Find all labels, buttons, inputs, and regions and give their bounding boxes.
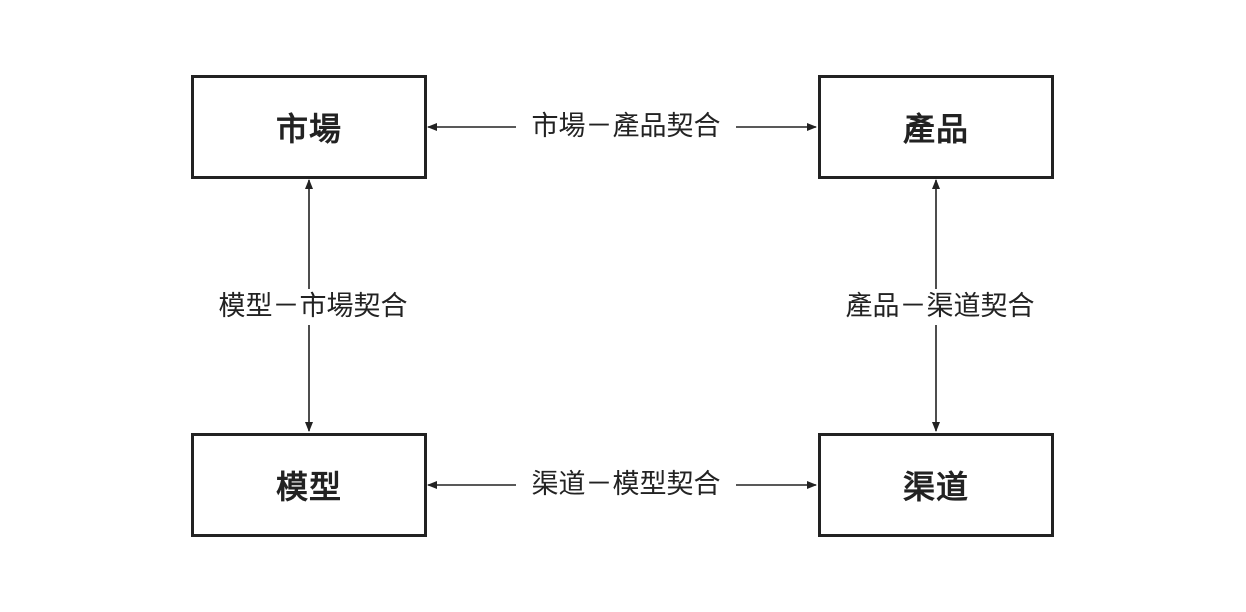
edge-label-market-product: 市場－產品契合 [516, 109, 736, 145]
edge-label-product-channel: 產品－渠道契合 [827, 289, 1053, 325]
node-product: 產品 [818, 75, 1054, 179]
node-market: 市場 [191, 75, 427, 179]
edge-label-model-market: 模型－市場契合 [200, 289, 426, 325]
node-channel: 渠道 [818, 433, 1054, 537]
edge-label-channel-model: 渠道－模型契合 [516, 467, 736, 503]
node-model-label: 模型 [275, 468, 342, 506]
node-market-label: 市場 [275, 110, 342, 148]
node-channel-label: 渠道 [902, 468, 969, 506]
node-model: 模型 [191, 433, 427, 537]
node-product-label: 產品 [902, 110, 969, 148]
